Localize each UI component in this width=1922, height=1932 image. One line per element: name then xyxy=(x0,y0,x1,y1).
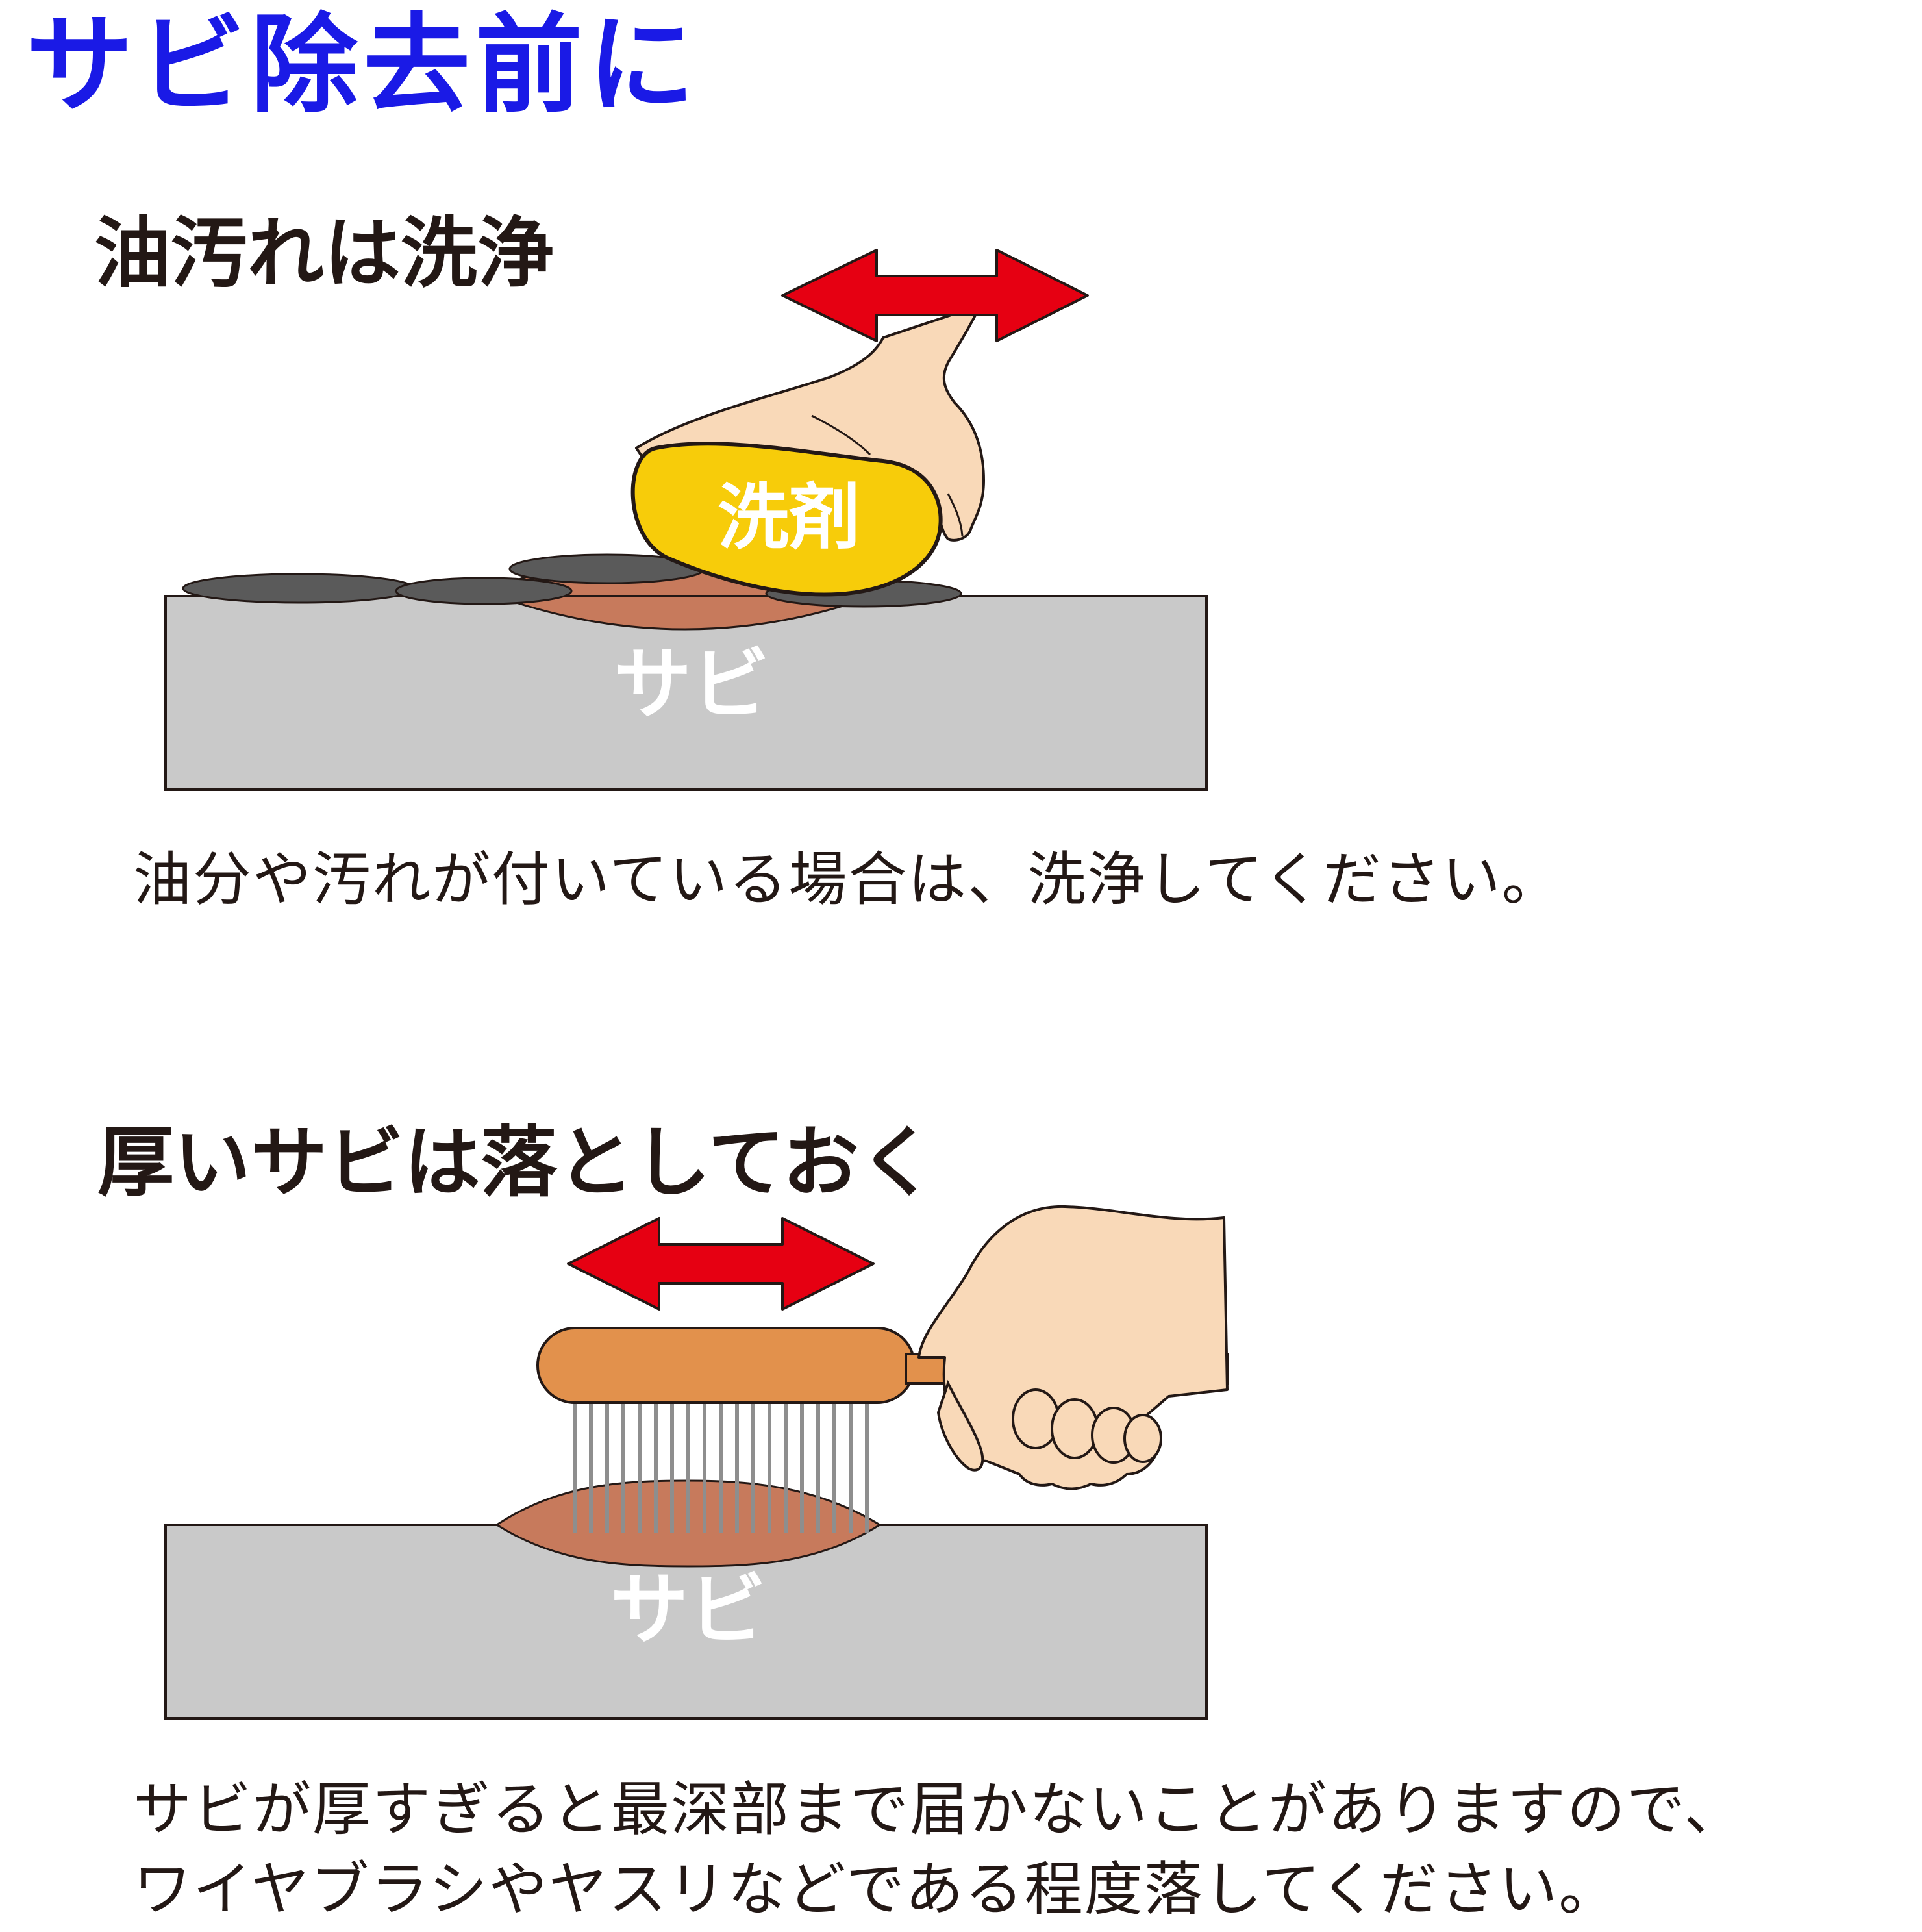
detergent-sponge xyxy=(630,442,943,597)
finger-4 xyxy=(1123,1414,1162,1463)
surface-label-2: サビ xyxy=(610,1565,766,1655)
finger-2 xyxy=(1051,1398,1099,1459)
section1-heading: 油汚れは洗浄 xyxy=(94,208,555,298)
oil-stain-1 xyxy=(182,573,416,604)
surface-label-1: サビ xyxy=(614,640,769,730)
double-arrow-2 xyxy=(567,1217,875,1311)
section2-description-line1: サビが厚すぎると最深部まで届かないことがありますので、 xyxy=(133,1775,1744,1844)
brush-illustration: サビ xyxy=(164,1205,1229,1720)
sponge-label: 洗剤 xyxy=(718,476,860,559)
section1-description: 油分や汚れが付いている場合は、洗浄してください。 xyxy=(133,846,1562,914)
double-arrow-1 xyxy=(781,249,1089,342)
section2-description-line2: ワイヤブラシやヤスリなどである程度落してください。 xyxy=(133,1855,1619,1924)
oil-stain-2 xyxy=(395,577,573,605)
finger-1 xyxy=(1012,1388,1060,1449)
wash-illustration: 洗剤 サビ xyxy=(164,249,1208,791)
thumb xyxy=(936,1379,984,1472)
wire-brush-head xyxy=(536,1327,916,1404)
page-title: サビ除去前に xyxy=(26,3,700,127)
wire-bristles xyxy=(573,1396,869,1533)
section2-heading: 厚いサビは落としておく xyxy=(97,1118,936,1207)
